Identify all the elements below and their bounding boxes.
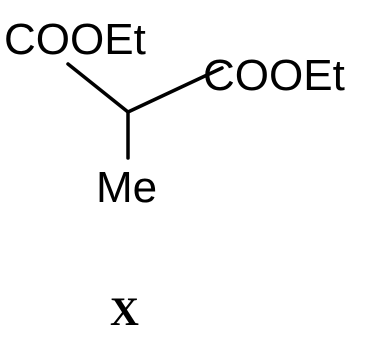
label-methyl: Me [96, 163, 157, 212]
bond-right [126, 66, 224, 114]
compound-number: X [110, 289, 139, 334]
label-cooet-top-left: COOEt [4, 15, 146, 64]
label-cooet-right: COOEt [203, 51, 345, 100]
bond-lines [66, 62, 224, 160]
bond-left [66, 62, 130, 114]
